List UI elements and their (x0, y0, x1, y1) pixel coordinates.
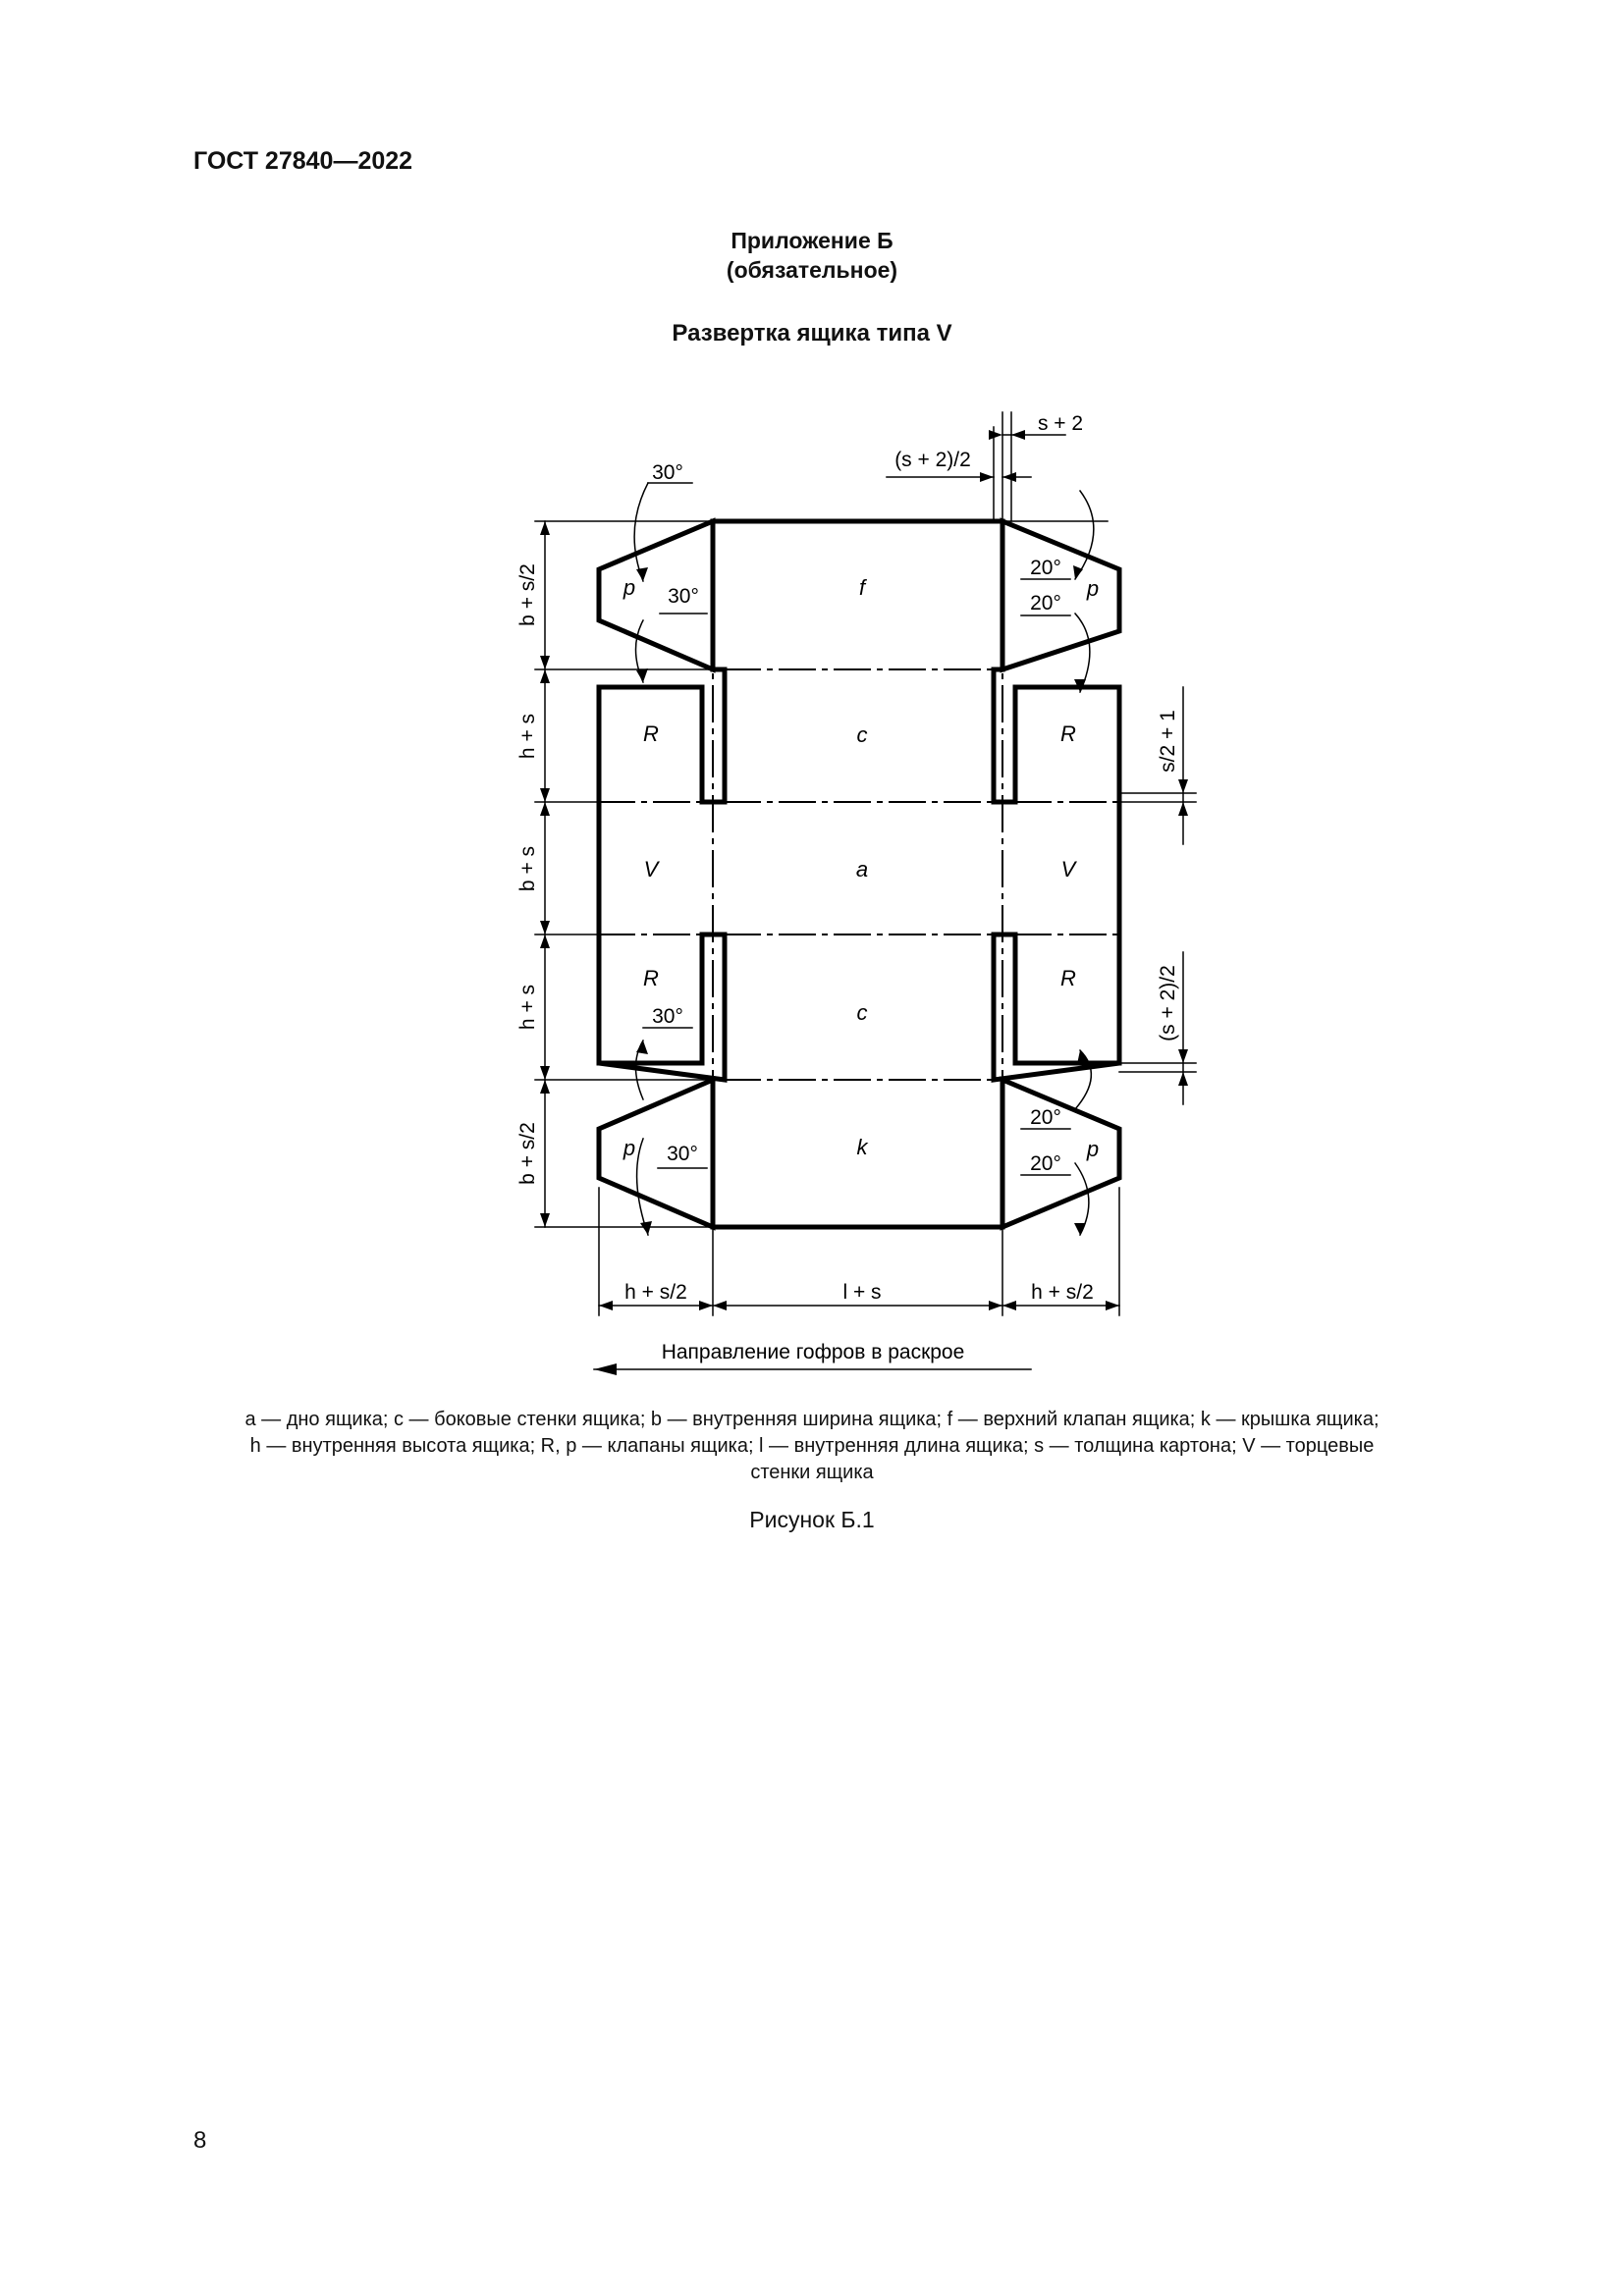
flap-p-bottom-left (596, 1076, 716, 1231)
page-number: 8 (193, 2127, 207, 2154)
left-end-wall-contour (596, 667, 728, 805)
legend-line: a — дно ящика; c — боковые стенки ящика;… (244, 1409, 1380, 1430)
panel-label-p: p (623, 575, 635, 600)
dimension-label: h + s/2 (1031, 1281, 1094, 1304)
figure-title: Развертка ящика типа V (672, 320, 952, 347)
panel-label-f: f (859, 575, 868, 600)
panel-label-c-bottom: c (857, 1000, 868, 1025)
dimension-label: s + 2 (1038, 412, 1083, 435)
panel-label-r: R (1060, 721, 1076, 746)
panel-label-a: a (856, 857, 868, 881)
dimension-label: h + s (516, 714, 539, 759)
angle-label: 20° (1030, 1152, 1061, 1175)
corrugation-direction-label: Направление гофров в раскрое (662, 1341, 965, 1363)
dimension-label: b + s (516, 846, 539, 891)
angle-label: 30° (668, 585, 699, 608)
appendix-title: Приложение Б (731, 228, 893, 253)
angle-label: 20° (1030, 592, 1061, 614)
legend-line: стенки ящика (750, 1462, 874, 1483)
angle-label: 20° (1030, 1106, 1061, 1129)
panel-label-c-top: c (857, 722, 868, 747)
figure-legend: a — дно ящика; c — боковые стенки ящика;… (206, 1407, 1418, 1486)
dimension-label: s/2 + 1 (1157, 710, 1179, 773)
panel-label-v: V (644, 857, 661, 881)
panel-label-r: R (1060, 966, 1076, 990)
angle-label: 30° (652, 1005, 683, 1028)
dimension-label: h + s (516, 985, 539, 1030)
angle-label: 30° (652, 461, 683, 484)
right-end-wall-contour (991, 667, 1122, 805)
angle-label: 30° (667, 1143, 698, 1165)
panel-label-p: p (623, 1136, 635, 1160)
panel-label-r: R (643, 721, 659, 746)
appendix-status: (обязательное) (726, 257, 898, 283)
standard-id: ГОСТ 27840—2022 (193, 147, 413, 175)
legend-line: h — внутренняя высота ящика; R, p — клап… (249, 1435, 1375, 1457)
dimension-label: (s + 2)/2 (1157, 965, 1179, 1041)
dimension-label: b + s/2 (516, 563, 539, 626)
dimension-label: (s + 2)/2 (894, 449, 971, 471)
dimension-label: b + s/2 (516, 1122, 539, 1185)
flap-p-bottom-right (1000, 1076, 1122, 1231)
panel-label-k: k (857, 1135, 869, 1159)
dimension-label: l + s (842, 1281, 881, 1304)
angle-label: 20° (1030, 557, 1061, 579)
panel-label-p: p (1086, 1137, 1099, 1161)
dimension-label: h + s/2 (624, 1281, 687, 1304)
panel-label-v: V (1061, 857, 1078, 881)
panel-label-p: p (1086, 576, 1099, 601)
figure-caption: Рисунок Б.1 (749, 1507, 875, 1532)
box-blank-drawing: f c a c k R R R R V V p p p p 30° 30° 30… (516, 411, 1197, 1375)
panel-label-r: R (643, 966, 659, 990)
